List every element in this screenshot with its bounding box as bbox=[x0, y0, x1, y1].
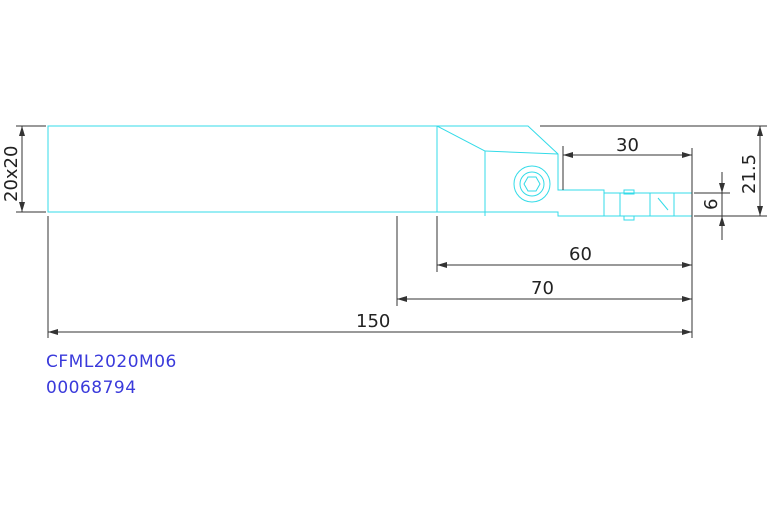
clamp-screw-hex bbox=[523, 176, 541, 192]
dimension-20x20: 20x20 bbox=[1, 146, 22, 202]
insert-small-tab-2 bbox=[623, 215, 635, 221]
head-outline bbox=[437, 125, 605, 217]
dimension-lines bbox=[16, 125, 767, 338]
arrow-heads bbox=[19, 126, 763, 335]
dimension-21-5: 21.5 bbox=[739, 154, 760, 194]
tool-outline bbox=[47, 125, 693, 221]
dimension-60: 60 bbox=[569, 244, 592, 265]
insert-small-tab bbox=[623, 189, 635, 195]
clamp-outline bbox=[436, 125, 486, 216]
dimension-6: 6 bbox=[701, 199, 722, 210]
insert-body bbox=[603, 192, 675, 217]
clamp-screw-outer bbox=[513, 165, 551, 203]
dimension-70: 70 bbox=[531, 278, 554, 299]
part-code: CFML2020M06 bbox=[46, 352, 177, 372]
clamp-top-edge bbox=[484, 150, 559, 155]
dimension-150: 150 bbox=[356, 311, 390, 332]
dimension-30: 30 bbox=[616, 135, 639, 156]
shank-body bbox=[47, 125, 438, 213]
insert-tip bbox=[674, 192, 693, 217]
insert-notch bbox=[657, 197, 669, 211]
part-number: 00068794 bbox=[46, 378, 137, 398]
clamp-screw-inner bbox=[519, 171, 545, 197]
